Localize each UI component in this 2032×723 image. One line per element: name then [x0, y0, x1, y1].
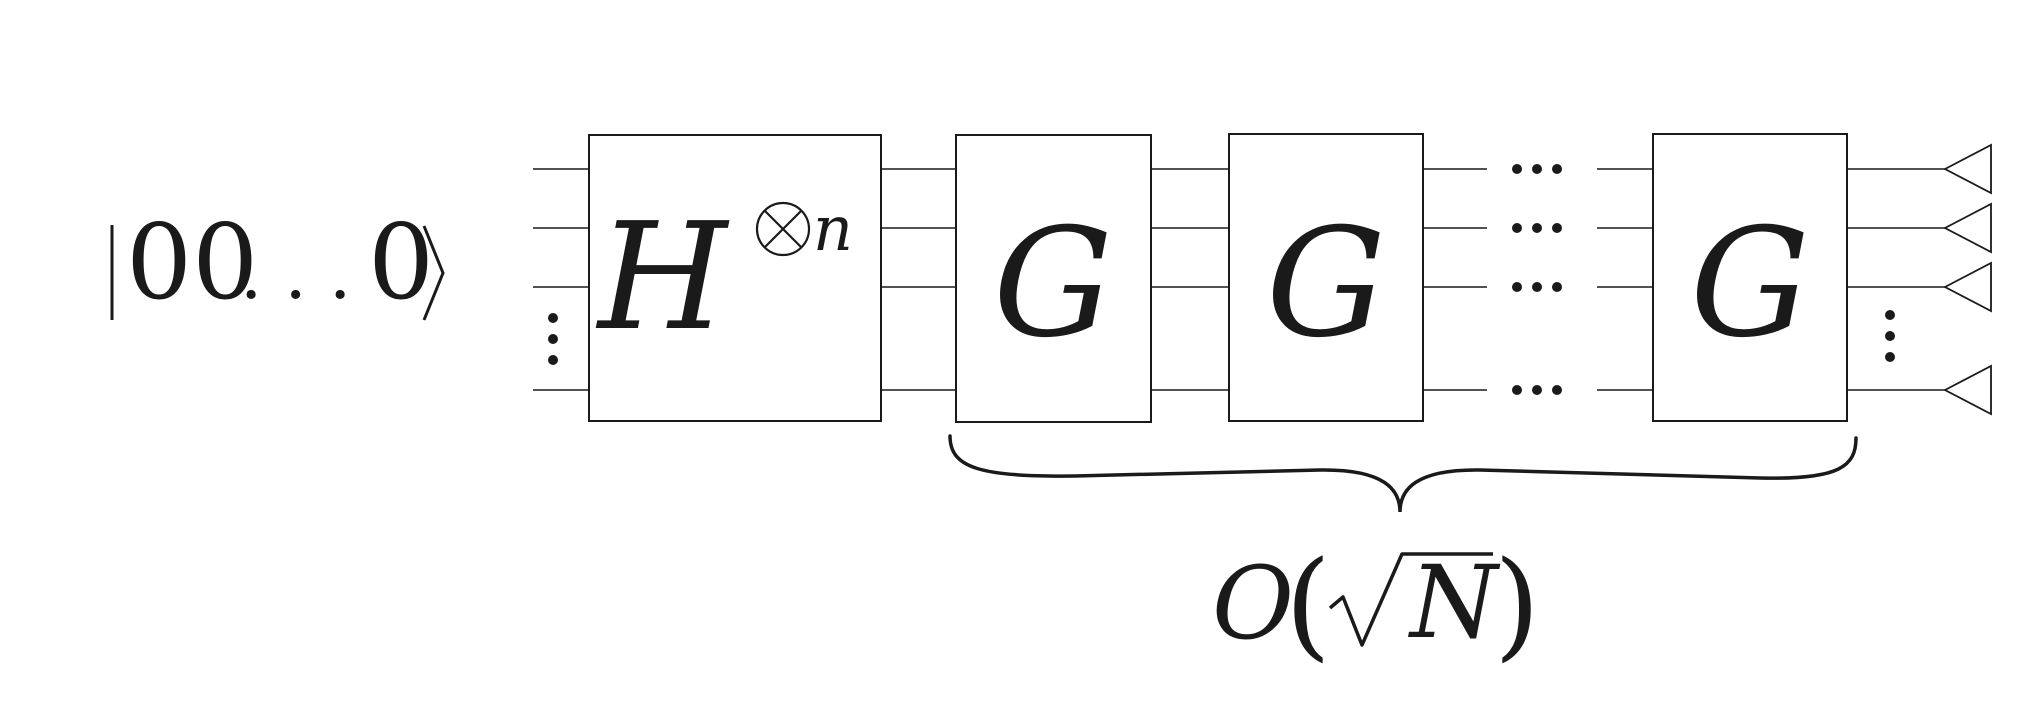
open-paren: ( — [1285, 535, 1331, 673]
sqrt-radical-icon — [1328, 552, 1493, 647]
grover-symbol: G — [1690, 197, 1810, 371]
triangle-detector-icon — [1943, 261, 1992, 313]
grover-gate-3: G — [1652, 133, 1848, 422]
qubit-wires — [533, 168, 1945, 391]
big-o-symbol: O — [1212, 545, 1294, 662]
tensor-product-icon — [755, 201, 811, 257]
repetition-count-label: O ( N ) — [1212, 535, 1540, 673]
ket-close-angle — [422, 225, 445, 321]
ket-last-digit: 0 — [368, 201, 434, 323]
repetition-ellipsis — [1512, 164, 1562, 395]
hadamard-symbol: H — [595, 191, 730, 363]
qubit-ellipsis-left — [548, 313, 558, 365]
grover-gate-1: G — [955, 134, 1152, 423]
ket-digits: 00 — [126, 201, 258, 323]
input-state-ket: 00 . . . 0 — [110, 201, 445, 323]
measurement-detectors — [1943, 143, 1992, 416]
triangle-detector-icon — [1943, 143, 1992, 195]
hadamard-exponent: n — [813, 192, 853, 265]
grover-symbol: G — [1266, 197, 1386, 371]
grover-symbol: G — [993, 197, 1113, 371]
qubit-ellipsis-right — [1885, 310, 1895, 362]
ket-dots: . . . — [240, 233, 351, 315]
grover-gate-2: G — [1228, 133, 1424, 422]
repetition-underbrace — [948, 434, 1858, 513]
triangle-detector-icon — [1943, 364, 1992, 416]
close-paren: ) — [1494, 535, 1540, 673]
triangle-detector-icon — [1943, 202, 1992, 254]
hadamard-gate: H n — [588, 134, 882, 422]
n-symbol: N — [1408, 544, 1501, 661]
